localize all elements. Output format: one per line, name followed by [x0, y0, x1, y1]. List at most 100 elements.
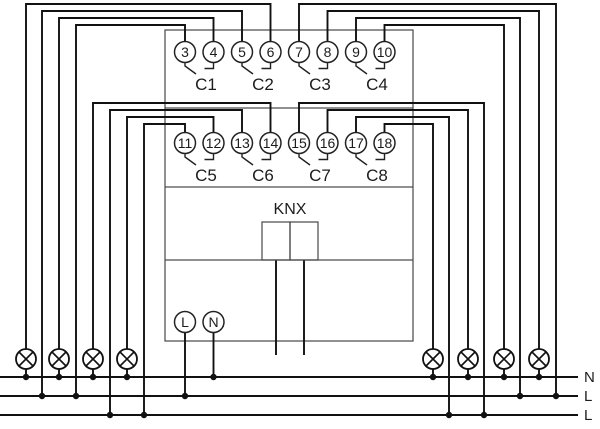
device-outline — [164, 29, 414, 342]
lamp-7 — [493, 348, 515, 377]
terminal-number-5: 5 — [238, 44, 246, 60]
junction-dot — [445, 411, 453, 419]
channel-label-c1: C1 — [195, 75, 217, 94]
channel-label-c5: C5 — [195, 166, 217, 185]
contact-symbol-c6 — [241, 153, 272, 166]
terminal-letter-n: N — [208, 314, 218, 330]
wire-terminal-14 — [92, 102, 272, 349]
knx-connector: KNX — [261, 201, 319, 261]
lamp-cross-icon — [531, 351, 547, 367]
channel-label-c8: C8 — [366, 166, 388, 185]
wire-terminal-6 — [25, 3, 272, 349]
junction-dot — [552, 392, 560, 400]
terminal-circle-l — [173, 310, 197, 334]
bus-line-label-n: N — [584, 369, 595, 386]
lamp-4 — [116, 348, 138, 377]
wires-row2 — [92, 102, 485, 415]
lamp-5 — [422, 348, 444, 377]
knx-connector-cell-1 — [261, 221, 291, 261]
junction-dot — [429, 373, 437, 381]
terminal-number-10: 10 — [377, 44, 393, 60]
channel-label-c4: C4 — [366, 75, 388, 94]
wire-terminal-5 — [41, 10, 243, 396]
knx-connector-cell-2 — [289, 221, 319, 261]
power-terminals: L N — [173, 310, 225, 334]
contact-symbol-c2 — [241, 62, 272, 75]
channel-label-c3: C3 — [309, 75, 331, 94]
lamp-2 — [48, 348, 70, 377]
terminal-circle-n — [202, 310, 225, 334]
junction-dot — [106, 411, 114, 419]
lamp-cross-icon — [85, 351, 101, 367]
lamps — [15, 348, 550, 377]
terminal-number-4: 4 — [210, 44, 218, 60]
knx-label: KNX — [274, 201, 307, 218]
wire-terminal-8 — [326, 10, 540, 349]
junction-dot — [55, 373, 63, 381]
terminal-number-16: 16 — [320, 135, 336, 151]
terminal-number-13: 13 — [234, 135, 250, 151]
terminal-letter-l: L — [181, 314, 189, 330]
wire-terminal-16 — [326, 109, 469, 349]
lamp-cross-icon — [18, 351, 34, 367]
wire-terminal-3 — [75, 24, 186, 396]
lamp-cross-icon — [460, 351, 476, 367]
junction-dot — [140, 411, 148, 419]
junction-dot — [89, 373, 97, 381]
terminal-number-14: 14 — [263, 135, 279, 151]
wire-terminal-17 — [355, 116, 450, 415]
junction-dot — [464, 373, 472, 381]
terminal-number-3: 3 — [181, 44, 189, 60]
channel-label-c7: C7 — [309, 166, 331, 185]
junction-dot — [123, 373, 131, 381]
contact-symbol-c7 — [298, 153, 329, 166]
contact-symbol-c4 — [355, 62, 386, 75]
channel-contacts-row-1: C1 C2 C3 C4 — [184, 62, 388, 94]
junction-dot — [72, 392, 80, 400]
channel-label-c6: C6 — [252, 166, 274, 185]
wire-terminal-13 — [109, 109, 243, 415]
wires-row1 — [25, 3, 557, 396]
wire-terminal-12 — [126, 116, 215, 349]
terminal-number-15: 15 — [291, 135, 307, 151]
junction-dot — [22, 373, 30, 381]
wire-terminal-9 — [355, 17, 521, 396]
junction-dot — [500, 373, 508, 381]
wire-terminal-10 — [383, 24, 505, 349]
lamp-8 — [528, 348, 550, 377]
junction-dots — [22, 373, 560, 419]
lamp-cross-icon — [425, 351, 441, 367]
wire-terminal-15 — [298, 102, 485, 415]
lamp-1 — [15, 348, 37, 377]
contact-symbol-c3 — [298, 62, 329, 75]
terminal-number-9: 9 — [352, 44, 360, 60]
terminal-number-8: 8 — [324, 44, 332, 60]
contact-symbol-c5 — [184, 153, 215, 166]
terminal-number-12: 12 — [206, 135, 222, 151]
wire-terminal-18 — [383, 123, 434, 349]
contact-symbol-c1 — [184, 62, 215, 75]
wires-supply — [184, 260, 305, 396]
lamp-cross-icon — [51, 351, 67, 367]
junction-dot — [181, 392, 189, 400]
bus-line-label-l2: L — [584, 407, 592, 424]
terminal-number-18: 18 — [377, 135, 393, 151]
lamp-3 — [82, 348, 104, 377]
lamp-cross-icon — [119, 351, 135, 367]
junction-dot — [535, 373, 543, 381]
channel-contacts-row-2: C5 C6 C7 C8 — [184, 153, 388, 185]
junction-dot — [516, 392, 524, 400]
junction-dot — [38, 392, 46, 400]
channel-label-c2: C2 — [252, 75, 274, 94]
terminal-number-6: 6 — [267, 44, 275, 60]
terminal-number-7: 7 — [295, 44, 303, 60]
wire-terminal-7 — [298, 3, 557, 396]
terminal-row-1: 3 4 5 6 7 8 9 10 — [173, 40, 396, 64]
terminal-number-11: 11 — [178, 135, 193, 151]
terminal-number-17: 17 — [348, 135, 364, 151]
lamp-cross-icon — [496, 351, 512, 367]
junction-dot — [480, 411, 488, 419]
lamp-6 — [457, 348, 479, 377]
